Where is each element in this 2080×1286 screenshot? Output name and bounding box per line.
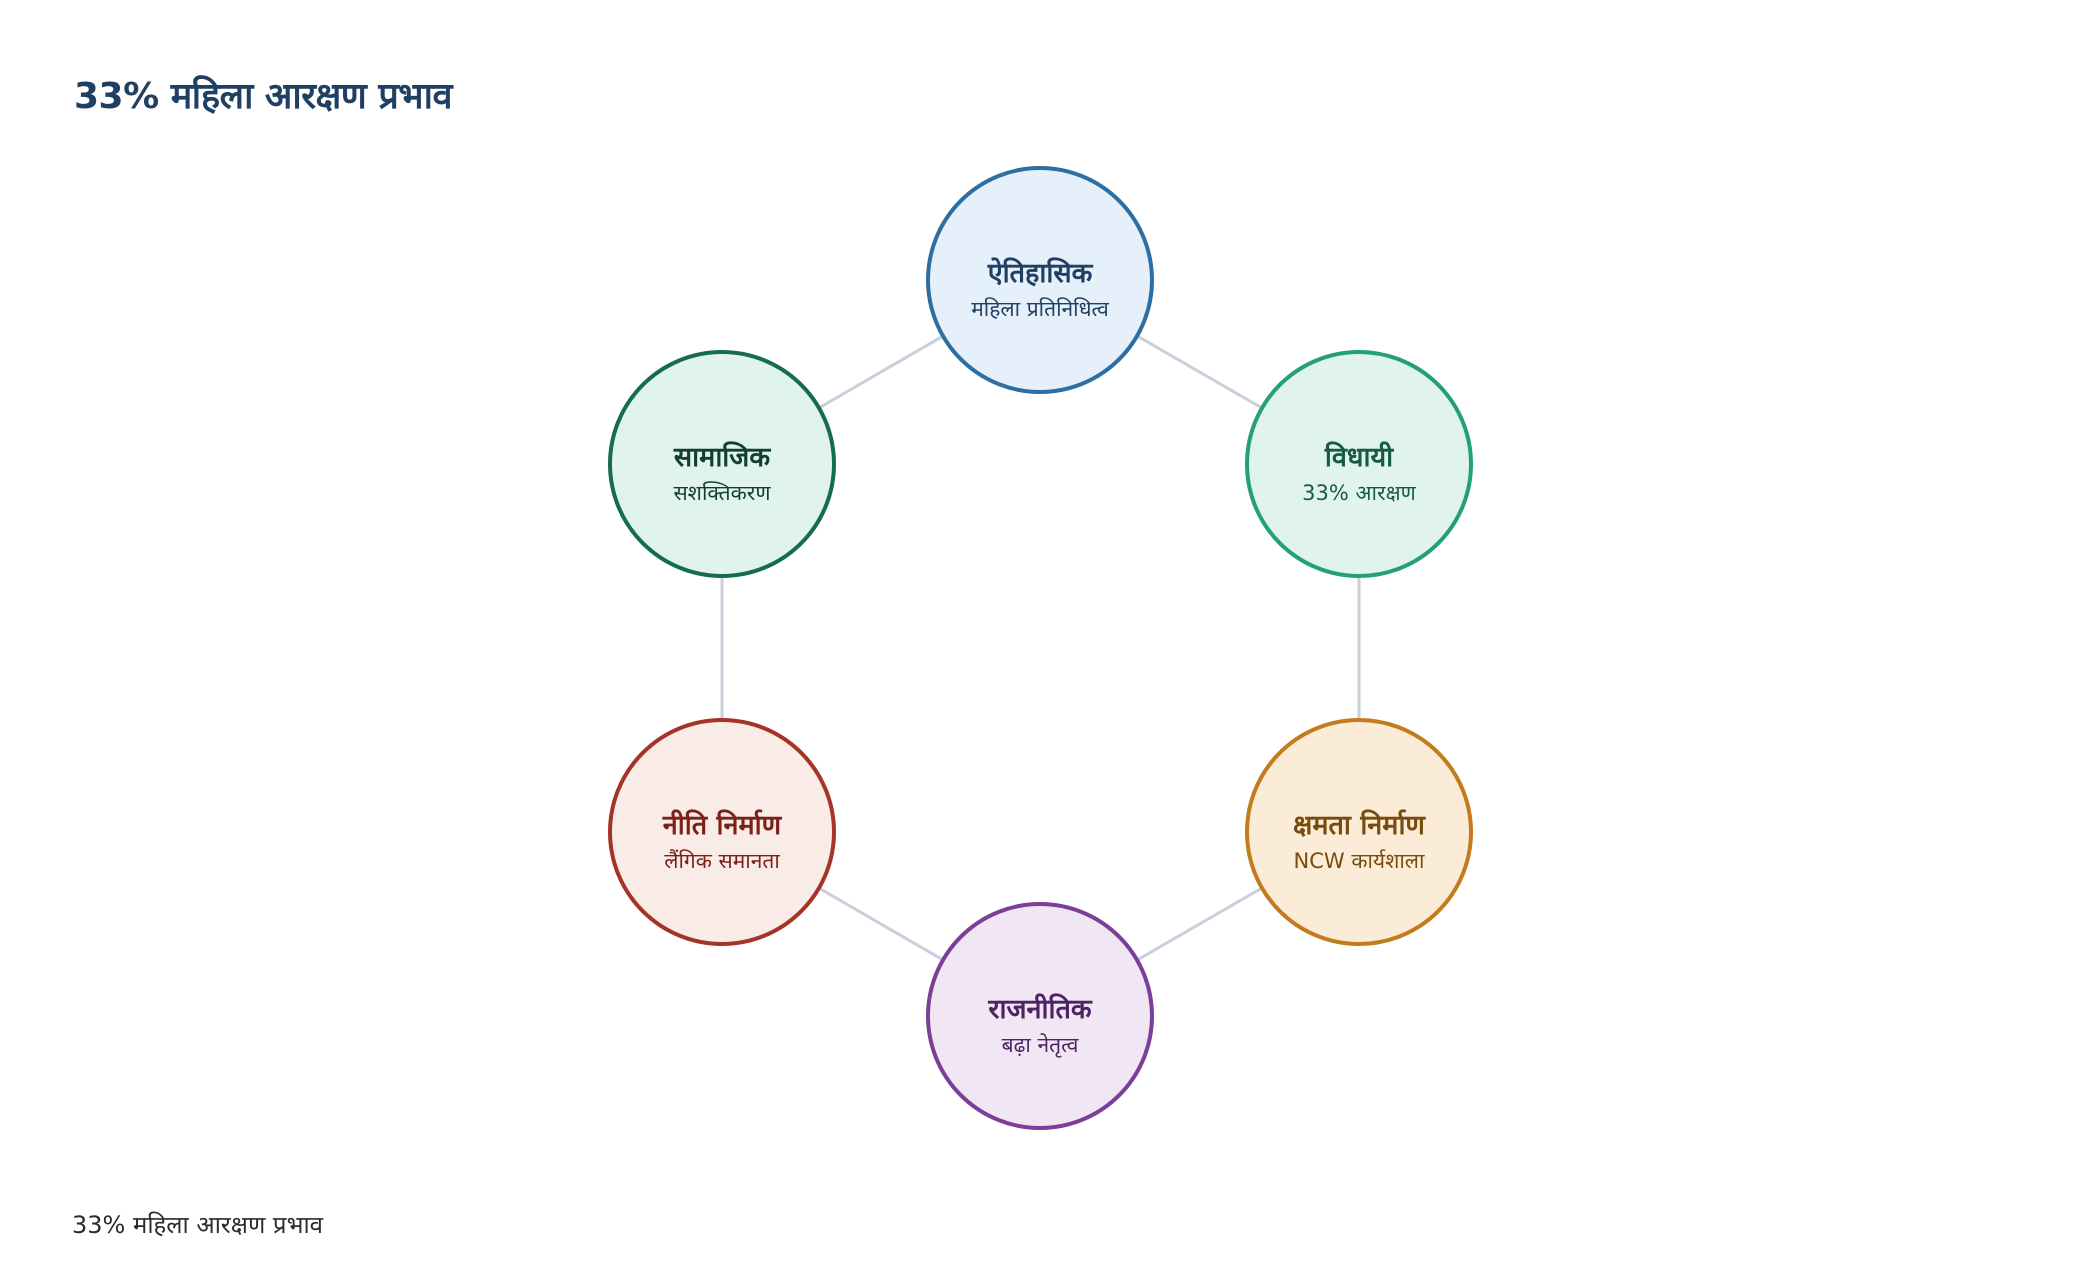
node-legislative-subtitle: 33% आरक्षण (1302, 481, 1416, 505)
node-political-subtitle: बढ़ा नेतृत्व (1002, 1033, 1079, 1058)
connector-lines (720, 334, 1361, 962)
node-political-title: राजनीतिक (987, 993, 1092, 1025)
node-historic-subtitle: महिला प्रतिनिधित्व (971, 297, 1109, 321)
node-policy: नीति निर्माण लैंगिक समानता (608, 718, 836, 946)
node-policy-circle (608, 718, 836, 946)
footer-caption: 33% महिला आरक्षण प्रभाव (72, 1211, 324, 1239)
node-historic-circle (926, 166, 1154, 394)
node-capacity-circle (1245, 718, 1473, 946)
connector-line (818, 886, 944, 962)
connector-line (1136, 334, 1263, 410)
node-social-title: सामाजिक (673, 441, 771, 473)
node-historic-title: ऐतिहासिक (987, 257, 1094, 289)
node-capacity: क्षमता निर्माण NCW कार्यशाला (1245, 718, 1473, 946)
node-social-circle (608, 350, 836, 578)
page-title: 33% महिला आरक्षण प्रभाव (74, 76, 452, 117)
node-legislative-circle (1245, 350, 1473, 578)
node-political: राजनीतिक बढ़ा नेतृत्व (926, 902, 1154, 1130)
node-legislative-title: विधायी (1324, 441, 1394, 473)
node-historic: ऐतिहासिक महिला प्रतिनिधित्व (926, 166, 1154, 394)
node-policy-subtitle: लैंगिक समानता (664, 849, 780, 873)
node-policy-title: नीति निर्माण (662, 809, 783, 841)
node-social-subtitle: सशक्तिकरण (673, 481, 771, 505)
connector-line (1136, 886, 1263, 962)
node-political-circle (926, 902, 1154, 1130)
node-capacity-title: क्षमता निर्माण (1293, 809, 1426, 841)
connector-line (818, 334, 944, 410)
node-social: सामाजिक सशक्तिकरण (608, 350, 836, 578)
node-legislative: विधायी 33% आरक्षण (1245, 350, 1473, 578)
node-capacity-subtitle: NCW कार्यशाला (1294, 849, 1426, 873)
